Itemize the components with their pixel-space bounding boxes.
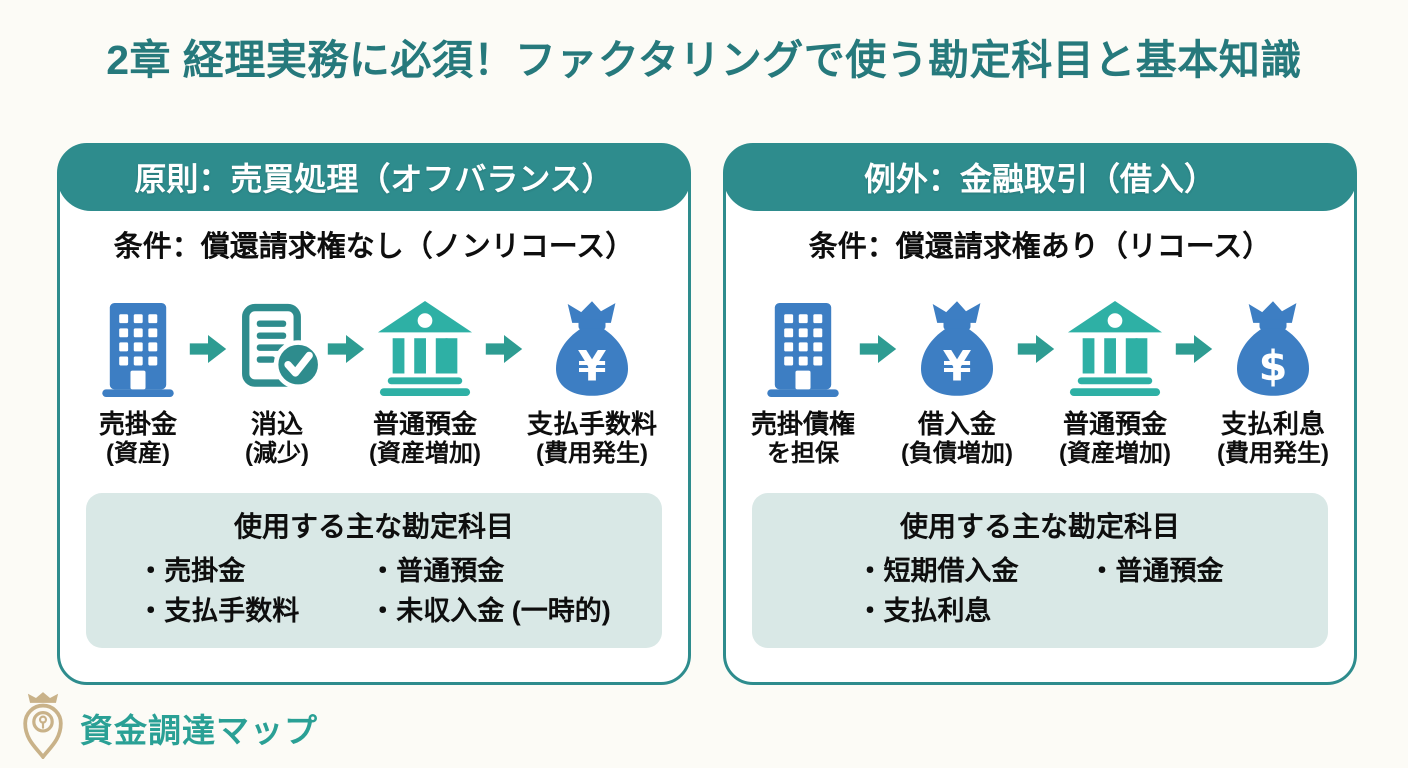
panel-principle-header-label: 原則：売買処理（オフバランス） [134, 161, 614, 197]
panel-exception-condition: 条件：償還請求権あり（リコース） [808, 231, 1272, 263]
flow-step-label-sub: (資産増加) [1059, 440, 1171, 468]
flow-step-label-main: 支払利息 [1220, 409, 1325, 439]
flow-step-receivable-collateral: 売掛債権 を担保 [751, 297, 855, 469]
bank-icon [376, 297, 474, 401]
flow-step-label-sub: (減少) [245, 440, 309, 468]
account-item: ・未収入金 (一時的) [369, 596, 611, 627]
flow-step-bank-deposit: 普通預金 (資産増加) [1059, 297, 1171, 469]
panel-principle-flow: 売掛金 (資産) [60, 297, 688, 469]
flow-step-label-main: 支払手数料 [526, 409, 657, 439]
money-bag-dollar-icon: $ [1228, 297, 1318, 401]
accounts-box-principle: 使用する主な勘定科目 ・売掛金 ・支払手数料 ・普通預金 ・未収入金 (一時的) [86, 492, 662, 648]
accounts-column-1: ・短期借入金 ・支払利息 [857, 551, 1019, 632]
panel-exception-header: 例外：金融取引（借入） [723, 143, 1357, 211]
flow-step-label-sub: (資産増加) [369, 440, 481, 468]
accounts-column-2: ・普通預金 ・未収入金 (一時的) [369, 551, 610, 632]
flow-step-label: 売掛金 (資産) [99, 409, 177, 469]
panel-principle-condition: 条件：償還請求権なし（ノンリコース） [113, 231, 635, 263]
flow-step-label-main: 消込 [250, 409, 303, 439]
account-item: ・支払手数料 [137, 596, 300, 627]
flow-step-label: 普通預金 (資産増加) [1059, 409, 1171, 469]
account-item: ・売掛金 [137, 555, 246, 586]
arrow-right-icon [185, 328, 231, 375]
svg-text:¥: ¥ [578, 343, 607, 391]
flow-step-label: 支払手数料 (費用発生) [527, 409, 657, 469]
flow-step-loan: ¥ 借入金 (負債増加) [901, 297, 1013, 469]
bank-icon [1066, 297, 1164, 401]
flow-step-label-main: 借入金 [918, 409, 997, 439]
flow-step-label: 支払利息 (費用発生) [1217, 409, 1329, 469]
flow-step-interest: $ 支払利息 (費用発生) [1217, 297, 1329, 469]
account-item: ・支払利息 [856, 596, 992, 627]
money-bag-yen-icon: ¥ [547, 297, 637, 401]
panel-exception: 例外：金融取引（借入） 条件：償還請求権あり（リコース） [723, 143, 1357, 685]
arrow-right-icon [481, 328, 527, 375]
panel-exception-header-label: 例外：金融取引（借入） [863, 161, 1216, 197]
building-icon [756, 297, 850, 401]
panel-exception-flow: 売掛債権 を担保 ¥ [726, 297, 1354, 469]
crown-pin-logo-icon [16, 691, 70, 764]
svg-text:¥: ¥ [943, 343, 972, 391]
accounts-columns: ・短期借入金 ・支払利息 ・普通預金 [762, 551, 1318, 632]
brand-logo: 資金調達マップ [16, 691, 318, 764]
flow-step-label-sub: (費用発生) [1217, 440, 1329, 468]
accounts-columns: ・売掛金 ・支払手数料 ・普通預金 ・未収入金 (一時的) [96, 551, 652, 632]
accounts-column-1: ・売掛金 ・支払手数料 [137, 551, 299, 632]
panels-row: 原則：売買処理（オフバランス） 条件：償還請求権なし（ノンリコース） [57, 143, 1357, 685]
flow-step-label: 借入金 (負債増加) [901, 409, 1013, 469]
account-item: ・普通預金 [1088, 555, 1224, 586]
flow-step-label-sub: (費用発生) [536, 440, 648, 468]
account-item: ・短期借入金 [856, 555, 1019, 586]
building-icon [91, 297, 185, 401]
flow-step-reconciliation: 消込 (減少) [231, 297, 323, 469]
accounts-box-title: 使用する主な勘定科目 [899, 510, 1180, 542]
flow-step-label-sub: (資産) [106, 440, 170, 468]
flow-step-bank-deposit: 普通預金 (資産増加) [369, 297, 481, 469]
money-bag-yen-icon: ¥ [912, 297, 1002, 401]
flow-step-label-main: 普通預金 [372, 409, 477, 439]
arrow-right-icon [855, 328, 901, 375]
accounts-column-2: ・普通預金 [1089, 551, 1224, 632]
arrow-right-icon [1013, 328, 1059, 375]
arrow-right-icon [1171, 328, 1217, 375]
flow-step-label: 消込 (減少) [245, 409, 309, 469]
flow-step-label-sub: を担保 [767, 440, 840, 468]
flow-step-label-main: 売掛債権 [751, 409, 856, 439]
flow-step-fee: ¥ 支払手数料 (費用発生) [527, 297, 657, 469]
panel-principle-header: 原則：売買処理（オフバランス） [57, 143, 691, 211]
arrow-right-icon [323, 328, 369, 375]
accounts-box-title: 使用する主な勘定科目 [233, 510, 514, 542]
flow-step-label: 普通預金 (資産増加) [369, 409, 481, 469]
flow-step-label-main: 普通預金 [1063, 409, 1168, 439]
flow-step-accounts-receivable: 売掛金 (資産) [91, 297, 185, 469]
flow-step-label-main: 売掛金 [98, 409, 177, 439]
accounts-box-exception: 使用する主な勘定科目 ・短期借入金 ・支払利息 ・普通預金 [752, 492, 1328, 648]
panel-principle: 原則：売買処理（オフバランス） 条件：償還請求権なし（ノンリコース） [57, 143, 691, 685]
flow-step-label-sub: (負債増加) [901, 440, 1014, 468]
svg-text:$: $ [1259, 343, 1288, 391]
account-item: ・普通預金 [369, 555, 505, 586]
flow-step-label: 売掛債権 を担保 [751, 409, 855, 469]
page-title: 2章 経理実務に必須！ファクタリングで使う勘定科目と基本知識 [106, 37, 1302, 83]
brand-name: 資金調達マップ [80, 711, 318, 749]
document-check-icon [231, 297, 323, 401]
